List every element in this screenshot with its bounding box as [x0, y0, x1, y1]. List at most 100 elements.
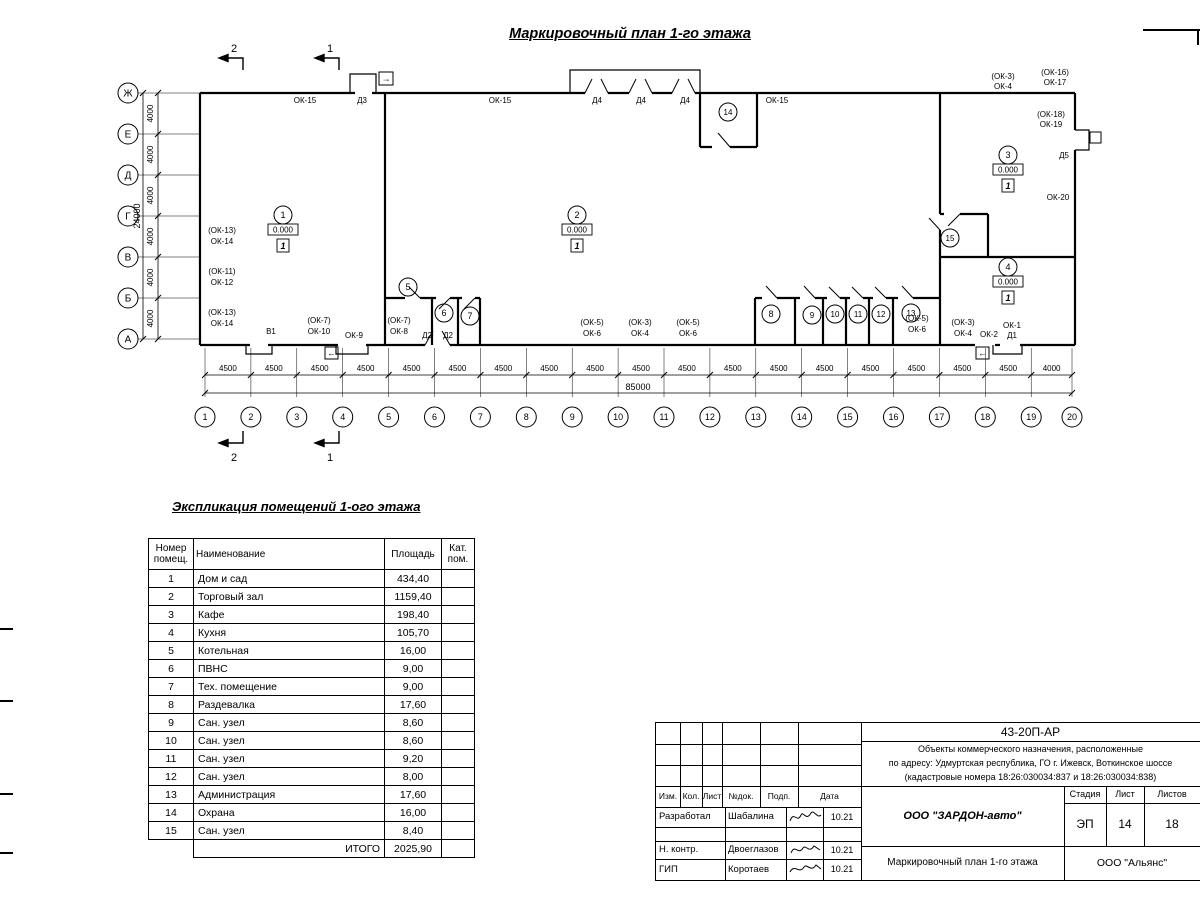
cell-cat — [441, 695, 475, 714]
cell-name: Сан. узел — [193, 731, 385, 750]
window-tag: ОК-4 — [954, 329, 973, 338]
cell-num: 11 — [148, 749, 194, 768]
window-tag: (ОК-13) — [208, 226, 236, 235]
window-tag: ОК-6 — [679, 329, 698, 338]
divider — [656, 807, 861, 808]
divider — [861, 741, 1200, 742]
exit-arrow-icon: ← — [327, 348, 336, 358]
axis-label: 9 — [570, 412, 575, 422]
cell-cat — [441, 641, 475, 660]
staff-name: Двоеглазов — [728, 844, 779, 855]
window-tag: ОК-19 — [1040, 120, 1063, 129]
dim-label: 4500 — [449, 364, 467, 373]
axis-bubbles-left: Ж Е Д Г В Б А — [117, 82, 139, 350]
divider — [861, 723, 862, 880]
cell-num: 9 — [148, 713, 194, 732]
opening-tags: ОК-15 Д3 ОК-15 Д4 Д4 Д4 ОК-15 (ОК-3) ОК-… — [208, 68, 1070, 340]
door-tag: Д2 — [443, 331, 453, 340]
divider — [1064, 803, 1200, 804]
col-header-list: Лист — [702, 791, 722, 801]
equipment-box — [1089, 131, 1102, 144]
frame-corner-mark — [1197, 29, 1199, 45]
frame-corner-mark — [1143, 29, 1200, 31]
axis-label: Ж — [123, 89, 133, 100]
elevation-value: 0.000 — [567, 226, 588, 235]
explication-title: Экспликация помещений 1-ого этажа — [172, 499, 421, 514]
window-tag: (ОК-18) — [1037, 110, 1065, 119]
window-tag: ОК-17 — [1044, 78, 1067, 87]
section-label: 2 — [231, 452, 237, 464]
signature — [786, 859, 823, 880]
sheets-header: Листов — [1157, 789, 1187, 799]
window-tag: (ОК-5) — [580, 318, 604, 327]
floor-mark: 1 — [1005, 293, 1010, 303]
axis-label: 2 — [248, 412, 253, 422]
cell-cat — [441, 587, 475, 606]
window-tag: ОК-8 — [390, 327, 409, 336]
dim-label: 4500 — [540, 364, 558, 373]
fold-mark — [0, 852, 13, 854]
col-header-name: Наименование — [193, 538, 385, 570]
dim-label: 4500 — [953, 364, 971, 373]
divider — [702, 723, 703, 807]
axis-label: 13 — [751, 412, 761, 422]
cell-cat — [441, 713, 475, 732]
room-number: 4 — [1005, 262, 1010, 272]
table-header-row: Номер помещ. Наименование Площадь Кат. п… — [148, 538, 475, 570]
axis-label: 12 — [705, 412, 715, 422]
cell-area: 198,40 — [384, 605, 442, 624]
window-tag: ОК-10 — [308, 327, 331, 336]
section-arrow — [313, 438, 325, 448]
divider — [1106, 786, 1107, 846]
room-number: 15 — [946, 234, 955, 243]
cell-num: 3 — [148, 605, 194, 624]
cell-area: 8,60 — [384, 731, 442, 750]
cell-area: 17,60 — [384, 695, 442, 714]
window-tag: (ОК-3) — [991, 72, 1015, 81]
dim-label: 4500 — [403, 364, 421, 373]
axis-label: 11 — [659, 412, 668, 422]
window-tag: ОК-12 — [211, 278, 234, 287]
cell-num: 14 — [148, 803, 194, 822]
dim-label: 4000 — [146, 227, 155, 245]
window-tag: (ОК-16) — [1041, 68, 1069, 77]
exit-sign-box — [378, 71, 394, 86]
door-tag: Д2 — [422, 331, 432, 340]
project-description: (кадастровые номера 18:26:030034:837 и 1… — [904, 772, 1157, 782]
section-arrow — [217, 53, 229, 63]
window-tag: (ОК-3) — [951, 318, 975, 327]
signature — [786, 841, 823, 859]
organization-name: ООО "Альянс" — [1096, 857, 1168, 869]
room-number: 9 — [810, 311, 815, 320]
cell-cat — [441, 677, 475, 696]
window-tag: ОК-9 — [345, 331, 364, 340]
dim-label: 4000 — [146, 268, 155, 286]
left-dimensions: 4000 4000 4000 4000 4000 4000 24000 — [132, 89, 200, 343]
dim-label: 4000 — [146, 104, 155, 122]
axis-label: 6 — [432, 412, 437, 422]
cell-cat — [441, 623, 475, 642]
cell-num: 10 — [148, 731, 194, 750]
cell-cat — [441, 749, 475, 768]
col-header-area: Площадь — [384, 538, 442, 570]
divider — [1064, 786, 1065, 880]
dim-label: 4000 — [1043, 364, 1061, 373]
room-number: 1 — [280, 210, 285, 220]
door-tag: Д4 — [636, 96, 646, 105]
window-tag: ОК-4 — [631, 329, 650, 338]
divider — [656, 765, 861, 766]
cell-name: Тех. помещение — [193, 677, 385, 696]
col-header-doc: №док. — [728, 791, 754, 801]
room-number: 14 — [724, 108, 733, 117]
cell-name: Кафе — [193, 605, 385, 624]
room-number: 8 — [768, 309, 773, 319]
company-name: ООО "ЗАРДОН-авто" — [903, 810, 1022, 822]
floor-plan: 2 1 2 1 4000 4000 4000 4000 4000 4000 24… — [117, 43, 1102, 464]
window-tag: (ОК-7) — [307, 316, 331, 325]
door-tag: Д1 — [1007, 331, 1017, 340]
staff-role: Разработал — [659, 811, 711, 822]
cell-cat — [441, 767, 475, 786]
window-tag: ОК-4 — [994, 82, 1013, 91]
